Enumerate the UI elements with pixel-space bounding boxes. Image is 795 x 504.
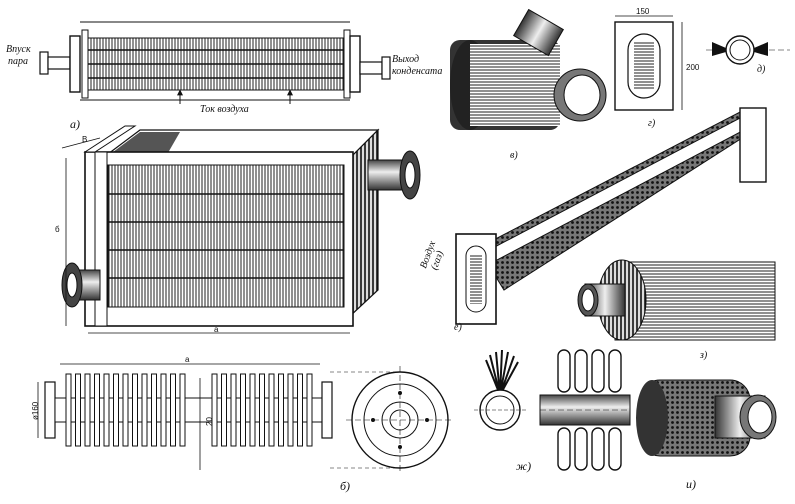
figure-a-steam-heater: Впуск пара Выход конденсата Ток воздуха … bbox=[6, 21, 442, 131]
figure-label-g: г) bbox=[648, 118, 656, 129]
dimension-a-box: а bbox=[214, 325, 219, 334]
fin bbox=[94, 373, 100, 447]
dimension-150: 150 bbox=[636, 7, 650, 16]
fin bbox=[84, 373, 91, 447]
fin bbox=[75, 373, 81, 447]
fin bbox=[278, 373, 284, 447]
fin bbox=[103, 373, 110, 447]
figure-label-d: д) bbox=[757, 64, 766, 75]
figure-v-finned-tube: в) bbox=[450, 8, 607, 161]
fin bbox=[141, 373, 148, 447]
dimension-200: 200 bbox=[686, 63, 700, 72]
fin bbox=[268, 373, 275, 447]
figure-d-tube-section: д) bbox=[706, 35, 790, 75]
figure-i-studded-tube: и) bbox=[636, 379, 777, 491]
wire-loop bbox=[574, 349, 588, 393]
dimension-b: б bbox=[55, 225, 60, 234]
figure-label-e: е) bbox=[454, 322, 462, 333]
air-flow-label: Ток воздуха bbox=[200, 104, 249, 115]
fin bbox=[211, 373, 218, 447]
dimension-d160: ø160 bbox=[31, 401, 40, 420]
wire-loop bbox=[591, 427, 605, 471]
dimension-a-tube: а bbox=[185, 355, 190, 364]
figure-label-i: и) bbox=[686, 477, 696, 491]
figure-zh-wire-fin-tube: ж) bbox=[474, 349, 631, 473]
figure-label-b-bottom: б) bbox=[340, 479, 350, 493]
fin bbox=[170, 373, 176, 447]
fin bbox=[221, 373, 227, 447]
wire-loop bbox=[608, 349, 622, 393]
wire-loop bbox=[608, 427, 622, 471]
fin bbox=[287, 373, 294, 447]
condensate-outlet-label-1: Выход bbox=[392, 54, 419, 65]
steam-inlet-label-1: Впуск bbox=[6, 44, 31, 55]
dimension-B: В bbox=[82, 135, 87, 144]
wire-loop bbox=[591, 349, 605, 393]
fin bbox=[249, 373, 256, 447]
figure-e-pin-fin-tube: Воздух (газ) е) bbox=[418, 107, 767, 333]
figure-b-bottom-disc-fin-tube: а ø160 20 б) bbox=[31, 355, 454, 493]
fin bbox=[240, 373, 246, 447]
wire-loops bbox=[557, 349, 622, 471]
fin bbox=[297, 373, 303, 447]
wire-loop bbox=[557, 427, 571, 471]
fin bbox=[259, 373, 265, 447]
figure-label-zh: ж) bbox=[516, 459, 531, 473]
fin bbox=[132, 373, 138, 447]
wire-loop bbox=[574, 427, 588, 471]
steam-inlet-label-2: пара bbox=[8, 56, 28, 67]
figure-label-z: з) bbox=[699, 350, 708, 361]
figure-b-box-heater: В б а bbox=[55, 125, 421, 334]
fin bbox=[160, 373, 167, 447]
fin bbox=[151, 373, 157, 447]
figure-z-longitudinal-fin-tube: з) bbox=[577, 259, 776, 361]
figure-label-v: в) bbox=[510, 150, 518, 161]
disc-fins-right bbox=[211, 373, 313, 447]
dimension-d20: 20 bbox=[205, 417, 214, 426]
fin bbox=[230, 373, 237, 447]
condensate-outlet-label-2: конденсата bbox=[392, 66, 442, 77]
fin bbox=[122, 373, 129, 447]
fin bbox=[306, 373, 313, 447]
fin bbox=[113, 373, 119, 447]
fin bbox=[179, 373, 186, 447]
figure-g-plate-section: 150 200 г) bbox=[614, 7, 700, 129]
figure-label-a: а) bbox=[70, 117, 80, 131]
fin bbox=[65, 373, 72, 447]
wire-loop bbox=[557, 349, 571, 393]
disc-fins-left bbox=[65, 373, 186, 447]
